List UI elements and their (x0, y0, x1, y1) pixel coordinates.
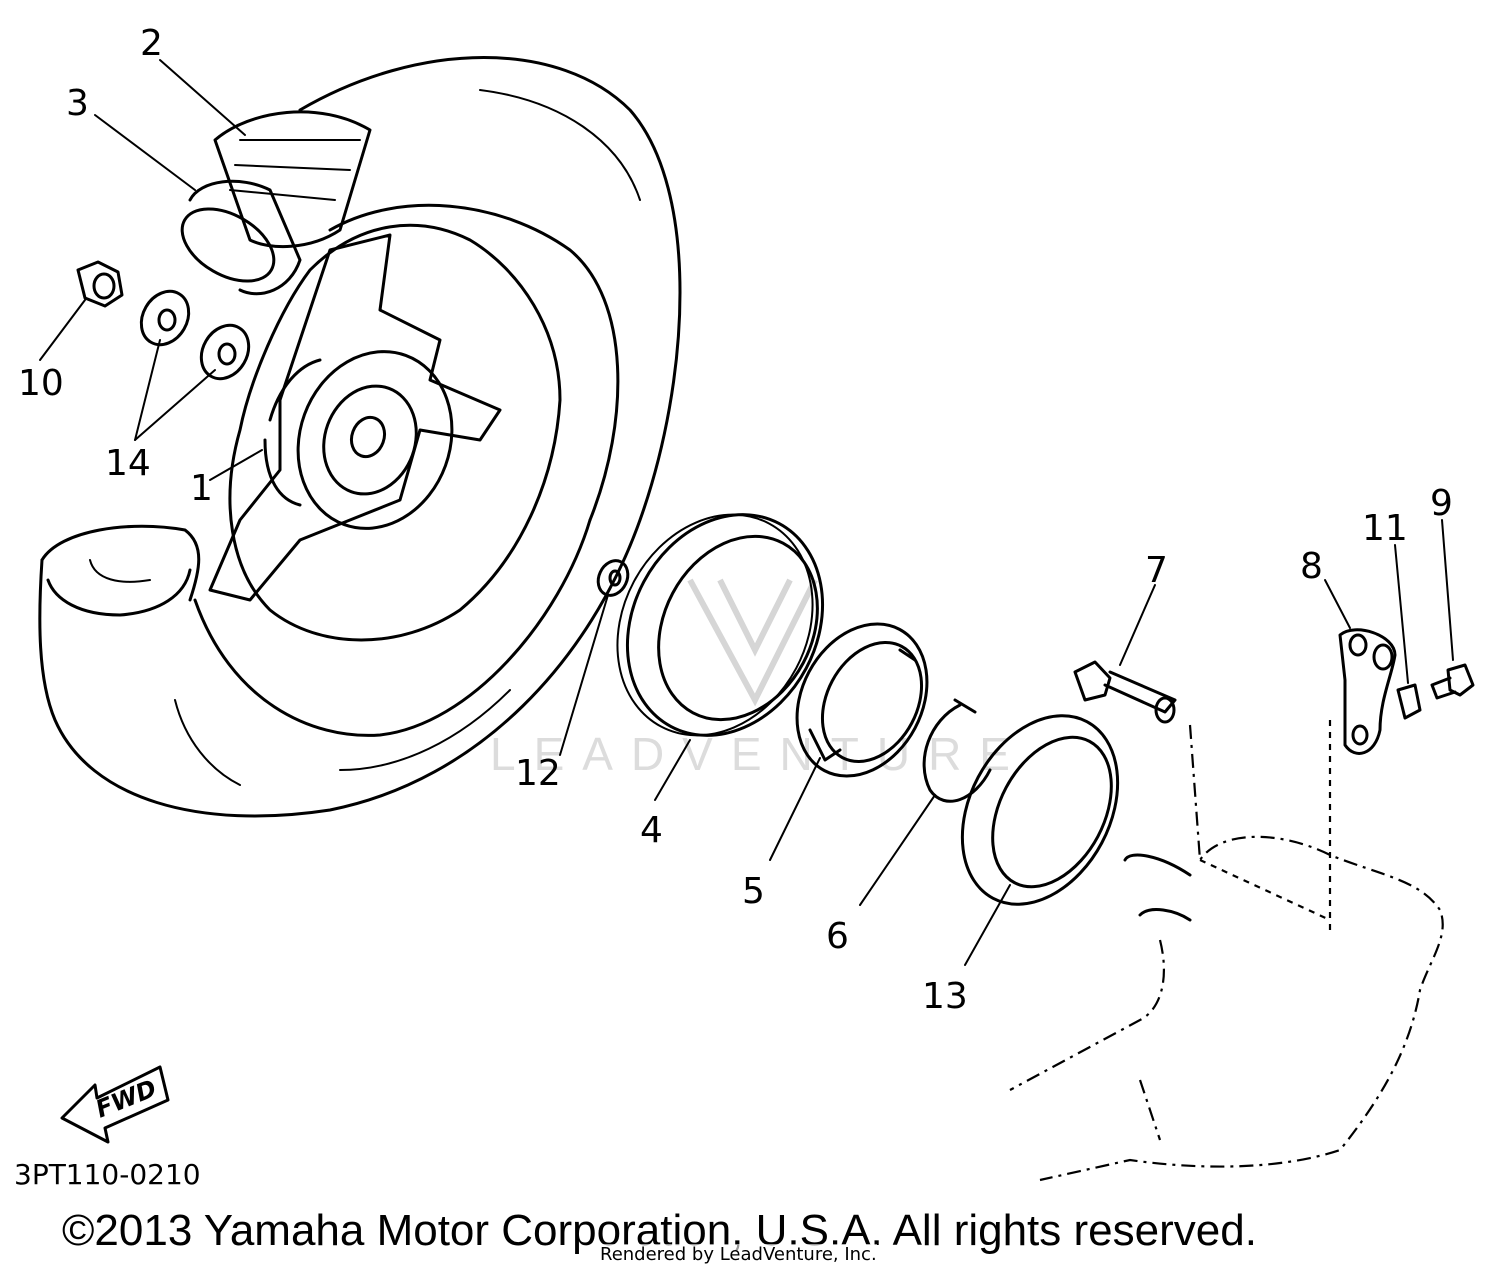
bolt-9 (1430, 663, 1475, 700)
callout-labels: 1 2 3 4 5 6 7 8 9 10 11 12 13 14 (18, 23, 1453, 1017)
watermark-text: LEADVENTURE (490, 728, 1028, 780)
ring-13 (960, 714, 1120, 906)
callout-3: 3 (66, 83, 89, 124)
fwd-label: FWD (92, 1074, 161, 1123)
wheel-rim (208, 223, 562, 642)
callout-4: 4 (640, 810, 663, 851)
callout-9: 9 (1430, 483, 1453, 524)
callout-14: 14 (105, 443, 151, 484)
callout-1: 1 (190, 468, 213, 509)
callout-5: 5 (742, 871, 765, 912)
fwd-arrow: FWD (60, 1065, 170, 1144)
callout-13: 13 (922, 976, 968, 1017)
callout-2: 2 (140, 23, 163, 64)
brake-shoe-5 (795, 622, 929, 778)
callout-6: 6 (826, 916, 849, 957)
camshaft-7 (1073, 660, 1177, 724)
callout-7: 7 (1145, 550, 1168, 591)
engine-case (1009, 720, 1444, 1182)
callout-8: 8 (1300, 546, 1323, 587)
nut-10 (76, 260, 124, 308)
tube (180, 179, 302, 296)
rendered-by-credit: Rendered by LeadVenture, Inc. (600, 1244, 877, 1265)
clip-11 (1396, 683, 1422, 720)
callout-12: 12 (515, 753, 561, 794)
lever-8 (1338, 628, 1397, 755)
washers-14 (139, 289, 251, 381)
callout-11: 11 (1362, 508, 1408, 549)
washer-12 (596, 559, 630, 597)
watermark: LEADVENTURE (490, 578, 1028, 780)
seal-4 (616, 513, 825, 737)
diagram-code: 3PT110-0210 (14, 1158, 201, 1191)
tire (38, 56, 682, 818)
leader-lines (39, 59, 1454, 966)
callout-10: 10 (18, 363, 64, 404)
